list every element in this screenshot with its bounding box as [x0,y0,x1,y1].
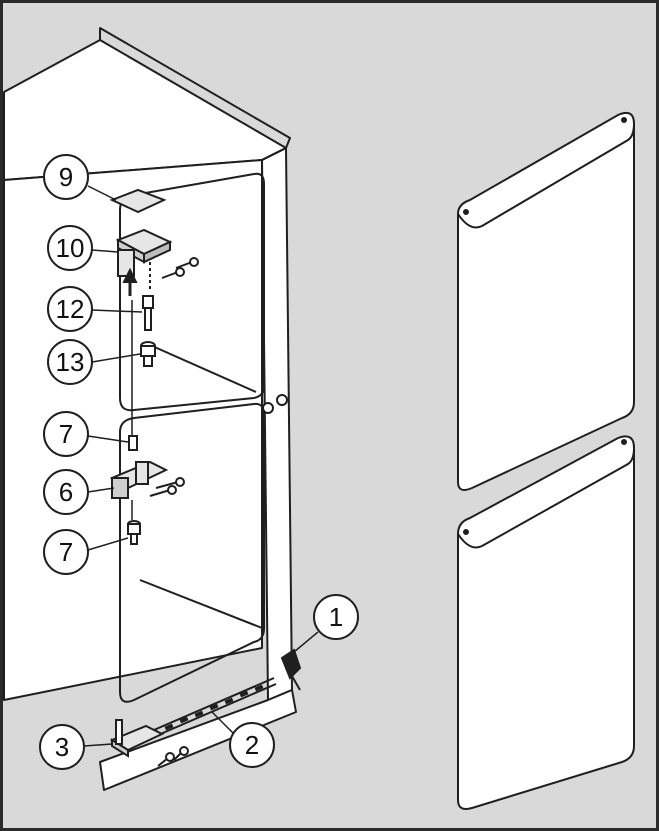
callout-label: 10 [56,233,85,263]
callout-3: 3 [39,724,113,770]
upper-door-panel [457,111,635,491]
callout-12: 12 [47,286,143,332]
cover-part [109,188,167,214]
callout-7-lower: 7 [43,529,129,575]
callout-label: 7 [59,537,73,567]
middle-hinge-screws [149,477,185,497]
callout-9: 9 [43,154,117,201]
bushing [140,341,156,367]
callout-13: 13 [47,339,141,385]
callout-label: 6 [59,477,73,507]
bottom-hinge [109,719,165,758]
release-arrow [280,648,302,691]
callout-1: 1 [293,594,359,653]
bottom-hinge-screws [157,746,189,767]
callout-label: 7 [59,419,73,449]
callout-2: 2 [211,711,275,768]
top-hinge-screws [149,257,199,290]
hinge-pin [142,295,154,331]
callout-label: 12 [56,294,85,324]
top-hinge-plate [115,228,173,296]
callout-label: 3 [55,732,69,762]
callout-6: 6 [43,469,115,515]
lower-door-panel [457,435,635,810]
callout-label: 9 [59,162,73,192]
callout-10: 10 [47,225,119,271]
callout-7-upper: 7 [43,411,129,457]
callout-label: 2 [245,730,259,760]
middle-catch [262,394,288,414]
callouts: 9 10 12 13 7 6 [39,154,359,770]
callout-label: 13 [56,347,85,377]
callout-label: 1 [329,602,343,632]
upper-middle-pin [128,300,138,451]
lower-middle-pin [127,500,141,545]
